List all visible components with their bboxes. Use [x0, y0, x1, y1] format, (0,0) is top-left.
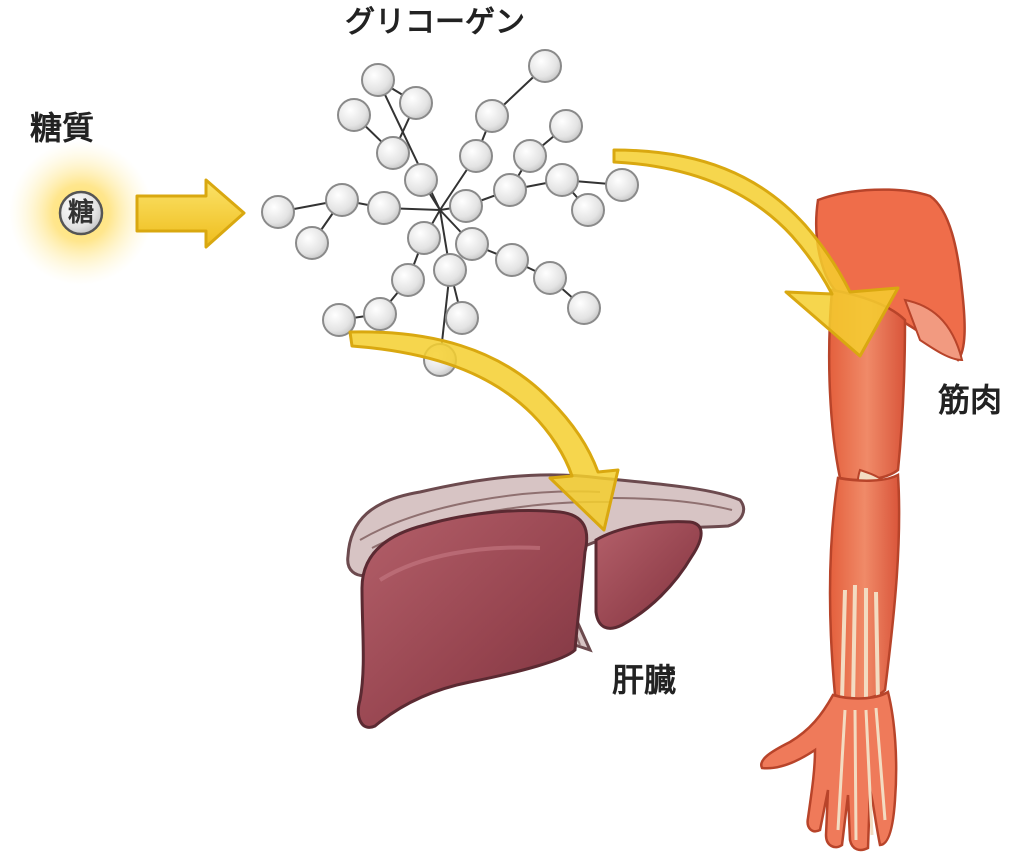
glucose-unit-bead [459, 139, 493, 173]
glucose-unit-bead [571, 193, 605, 227]
glucose-unit-bead [533, 261, 567, 295]
glucose-unit-bead [363, 297, 397, 331]
glucose-unit-bead [322, 303, 356, 337]
liver-highlight [378, 545, 541, 582]
glucose-unit-bead [361, 63, 395, 97]
glucose-unit-bead [493, 173, 527, 207]
glucose-unit-bead [455, 227, 489, 261]
glucose-unit-bead [407, 221, 441, 255]
arm-muscle-illustration [760, 188, 966, 852]
arrow-glycogen-to-muscle [612, 148, 900, 358]
glucose-unit-bead [376, 136, 410, 170]
shoulder-muscle-back [903, 298, 964, 362]
glucose-unit-bead [337, 98, 371, 132]
glucose-unit-bead [475, 99, 509, 133]
liver-label: 肝臓 [612, 661, 677, 699]
glucose-unit-bead [528, 49, 562, 83]
glucose-label: 糖 [67, 198, 94, 228]
muscle-label: 筋肉 [938, 381, 1003, 419]
glucose-unit-bead [445, 301, 479, 335]
glucose-unit-bead [367, 191, 401, 225]
glucose-unit-bead [495, 243, 529, 277]
glucose-unit-bead [449, 189, 483, 223]
glucose-unit-bead [545, 163, 579, 197]
glucose-unit-bead [404, 163, 438, 197]
hand [760, 690, 898, 852]
liver-illustration [346, 473, 745, 729]
glycogen-molecule [261, 49, 639, 377]
wrist-tendons [840, 584, 880, 706]
glucose-unit-bead [261, 195, 295, 229]
glucose-unit-bead [433, 253, 467, 287]
glucose-unit-bead [399, 86, 433, 120]
arrow-glycogen-to-liver [348, 330, 620, 532]
glucose-circle [58, 190, 104, 236]
glucose-unit-bead [391, 263, 425, 297]
glucose-molecule [9, 141, 153, 285]
glucose-unit-bead [325, 183, 359, 217]
glucose-unit-bead [549, 109, 583, 143]
liver-right-lobe [594, 520, 703, 630]
hand-tendons [836, 707, 887, 841]
sugar-label: 糖質 [30, 109, 95, 147]
glucose-unit-bead [605, 168, 639, 202]
arrow-sugar-to-glycogen [135, 178, 246, 249]
glucose-unit-bead [567, 291, 601, 325]
glucose-unit-bead [513, 139, 547, 173]
forearm-muscle [828, 472, 901, 701]
glycogen-label: グリコーゲン [345, 5, 525, 40]
glucose-unit-bead [295, 226, 329, 260]
